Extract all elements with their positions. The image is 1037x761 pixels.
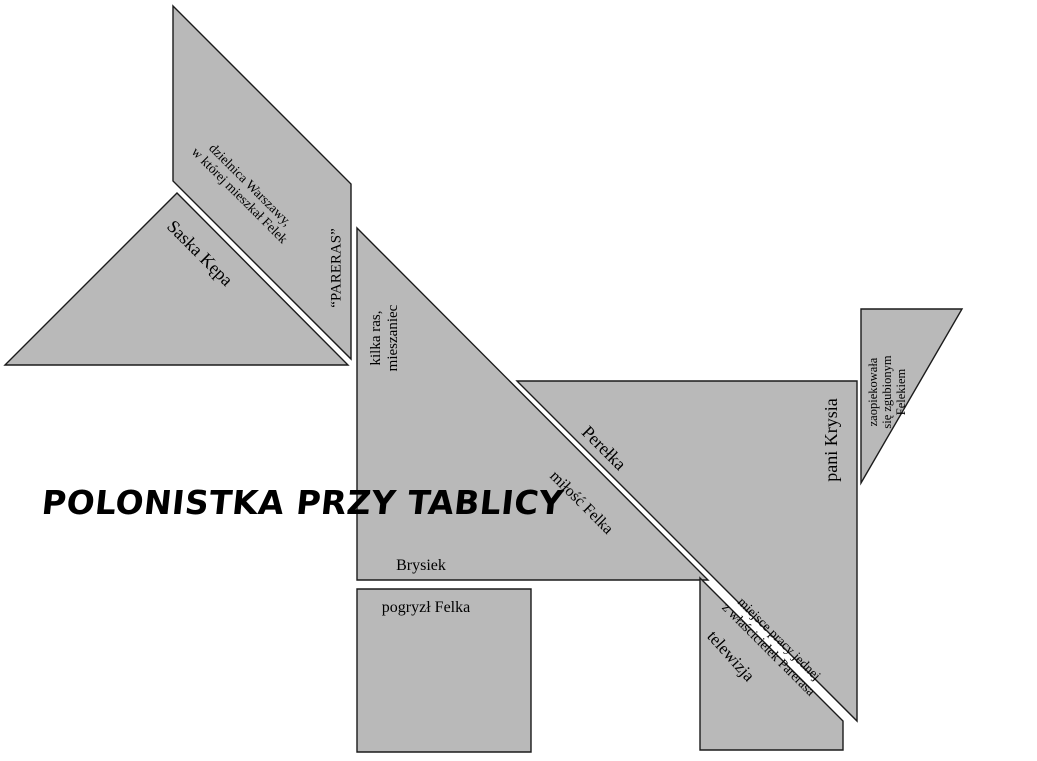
neck-triangle-piece — [356, 226, 710, 581]
front-leg-clue-label: pogryzł Felka — [381, 599, 471, 617]
hind-leg-piece — [699, 576, 844, 751]
neck-clue-line2: mieszaniec — [385, 304, 401, 372]
tail-clue-label: zaopiekowała się zgubionym Felekiem — [866, 355, 908, 428]
tail-clue-line3: Felekiem — [894, 368, 908, 416]
tail-clue-line2: się zgubionym — [880, 355, 894, 429]
body-triangle-piece — [515, 380, 858, 723]
ear-parallelogram-piece — [172, 4, 352, 361]
neck-answer-label: Brysiek — [396, 557, 446, 575]
neck-clue-line1: kilka ras, — [368, 310, 385, 366]
front-leg-square-piece — [356, 588, 532, 753]
body-name-label: pani Krysia — [820, 398, 841, 482]
head-triangle-piece — [3, 192, 350, 366]
tail-clue-line1: zaopiekowała — [866, 357, 880, 427]
shop-name-label: “PARERAS” — [328, 228, 345, 308]
worksheet-title: POLONISTKA PRZY TABLICY — [39, 483, 566, 522]
neck-clue-label: kilka ras, mieszaniec — [368, 305, 402, 372]
tail-triangle-piece — [860, 308, 964, 486]
